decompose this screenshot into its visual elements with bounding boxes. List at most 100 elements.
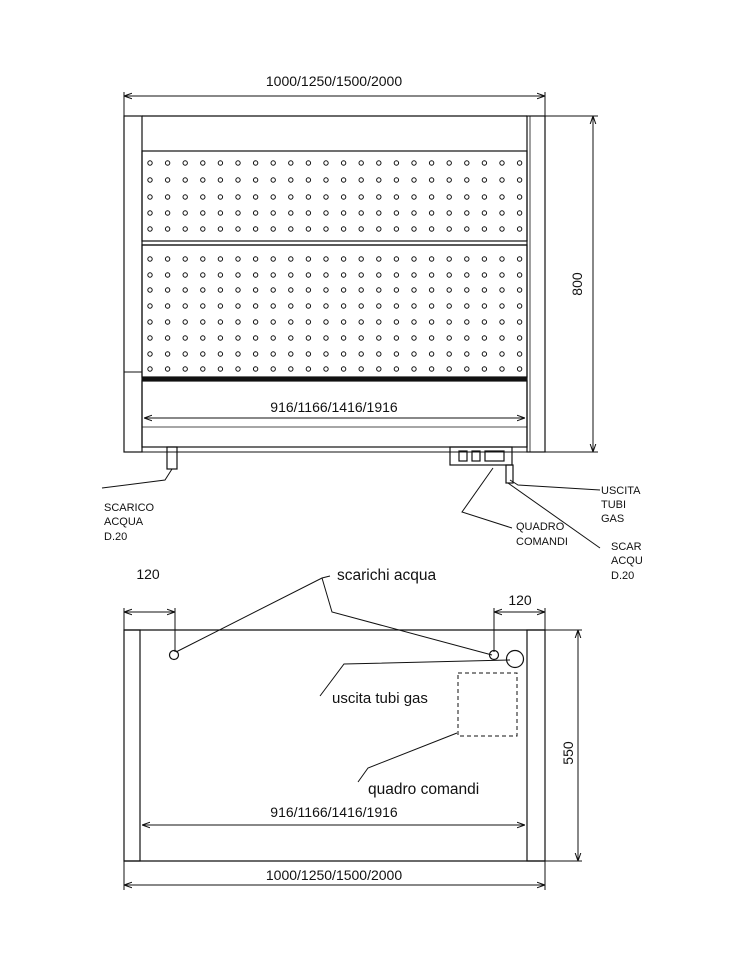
label-right-drain-line-2: ACQU xyxy=(611,555,643,567)
perforation-hole xyxy=(270,226,276,232)
leader-gas-outlet-plan xyxy=(319,659,511,697)
perforation-hole xyxy=(182,366,188,372)
perforation-hole xyxy=(270,272,276,278)
perforation-hole xyxy=(305,160,312,166)
perforation-hole xyxy=(376,256,382,262)
perforation-hole xyxy=(393,366,400,372)
perforation-hole xyxy=(464,319,470,325)
perforation-hole xyxy=(305,287,312,293)
leader-drains-right xyxy=(321,577,493,656)
perforation-hole xyxy=(270,335,276,341)
plan-left-offset-label: 120 xyxy=(136,566,160,582)
perforation-hole xyxy=(464,303,470,309)
perforation-hole xyxy=(464,272,470,278)
control-display xyxy=(484,450,505,462)
perforation-hole xyxy=(182,319,188,325)
perforation-hole xyxy=(446,319,452,325)
perforation-hole xyxy=(411,366,417,372)
perforation-hole xyxy=(164,351,171,357)
perforation-hole xyxy=(323,287,329,293)
perforation-hole xyxy=(147,287,153,293)
perforation-hole xyxy=(270,160,276,166)
perforation-hole xyxy=(340,226,347,232)
perforation-hole xyxy=(200,287,206,293)
perforation-hole xyxy=(516,366,523,372)
perforation-hole xyxy=(428,272,435,278)
perforation-hole xyxy=(217,335,224,341)
perforation-hole xyxy=(516,160,523,166)
perforation-hole xyxy=(340,194,347,200)
perforation-hole xyxy=(147,177,153,183)
perforation-hole xyxy=(481,335,488,341)
perforation-hole xyxy=(428,335,435,341)
perforation-hole xyxy=(499,351,505,357)
perforation-hole xyxy=(393,256,400,262)
perforation-hole xyxy=(305,210,312,216)
perforation-hole xyxy=(376,272,382,278)
perforation-hole xyxy=(446,335,452,341)
control-switch-2 xyxy=(471,450,481,462)
label-control-panel-line-2: COMANDI xyxy=(516,536,568,548)
perforation-hole xyxy=(428,287,435,293)
plan-depth-label: 550 xyxy=(560,741,576,765)
perforation-hole xyxy=(393,272,400,278)
perforation-hole xyxy=(323,226,329,232)
perforation-hole xyxy=(464,160,470,166)
perforation-hole xyxy=(516,194,523,200)
perforation-hole xyxy=(182,287,188,293)
perforation-hole xyxy=(164,194,171,200)
perforation-hole xyxy=(200,226,206,232)
perforation-hole xyxy=(147,160,153,166)
perforation-hole xyxy=(147,272,153,278)
perforation-hole xyxy=(464,351,470,357)
perforation-hole xyxy=(323,319,329,325)
perforation-hole xyxy=(147,226,153,232)
perforation-hole xyxy=(481,272,488,278)
perforation-hole xyxy=(446,256,452,262)
upper-perforated-panel xyxy=(141,150,528,242)
perforation-hole xyxy=(270,319,276,325)
perforation-hole xyxy=(411,210,417,216)
perforation-hole xyxy=(252,194,259,200)
perforation-hole xyxy=(147,335,153,341)
plan-right-offset-label: 120 xyxy=(508,592,532,608)
perforation-hole xyxy=(235,256,241,262)
perforation-hole xyxy=(446,351,452,357)
perforation-hole xyxy=(164,160,171,166)
plan-control-panel-outline xyxy=(457,672,518,737)
perforation-hole xyxy=(499,272,505,278)
perforation-hole xyxy=(481,210,488,216)
perforation-hole xyxy=(428,194,435,200)
plan-left-drain-hole xyxy=(168,649,180,661)
label-right-drain: SCAR ACQU D.20 xyxy=(611,541,643,582)
perforation-hole xyxy=(464,366,470,372)
perforation-hole xyxy=(305,272,312,278)
plan-outer-width-label: 1000/1250/1500/2000 xyxy=(266,867,402,883)
perforation-hole xyxy=(428,160,435,166)
perforation-hole xyxy=(323,177,329,183)
perforation-hole xyxy=(411,272,417,278)
perforation-hole xyxy=(516,287,523,293)
perforation-hole xyxy=(376,177,382,183)
perforation-hole xyxy=(393,351,400,357)
perforation-hole xyxy=(164,177,171,183)
perforation-hole xyxy=(252,256,259,262)
perforation-hole xyxy=(305,256,312,262)
plan-right-post xyxy=(526,629,546,862)
front-inner-width-label: 916/1166/1416/1916 xyxy=(270,399,398,415)
perforation-hole xyxy=(200,303,206,309)
perforation-hole xyxy=(358,177,364,183)
perforation-hole xyxy=(340,287,347,293)
perforation-hole xyxy=(200,272,206,278)
label-water-drain-line-3: D.20 xyxy=(104,531,127,543)
perforation-hole xyxy=(358,366,364,372)
perforation-hole xyxy=(323,210,329,216)
perforation-hole xyxy=(376,366,382,372)
perforation-hole xyxy=(235,319,241,325)
perforation-hole xyxy=(481,319,488,325)
perforation-hole xyxy=(376,160,382,166)
perforation-hole xyxy=(428,366,435,372)
label-control-panel-plan: quadro comandi xyxy=(368,781,479,798)
perforation-hole xyxy=(393,210,400,216)
